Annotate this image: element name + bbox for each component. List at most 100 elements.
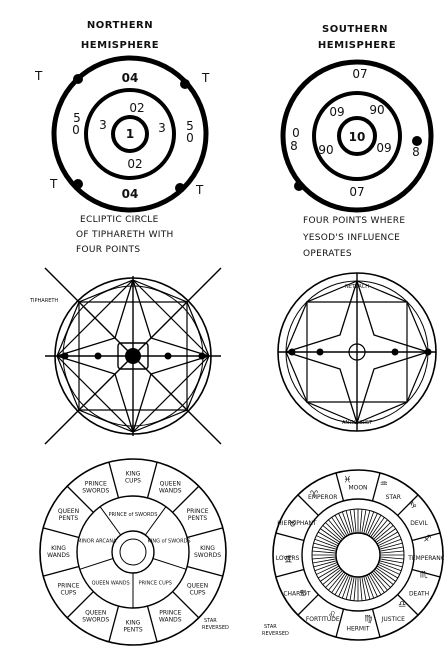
south-wheel-hatch-line: [371, 571, 388, 591]
north-middle-ring: [84, 88, 176, 180]
south-wheel-hatch-line: [334, 514, 348, 537]
north-wheel-inner-prince-cups: PRINCE CUPS: [139, 581, 172, 587]
south-wheel-segment-hermit: HERMIT: [346, 626, 369, 633]
south-wheel-hatch-line: [331, 572, 346, 593]
north-inner-right: 3: [158, 121, 166, 135]
south-wheel-spoke: [275, 532, 305, 542]
south-wheel-hatch-line: [368, 573, 382, 596]
south-wheel-zodiac-glyph: ♊: [284, 556, 292, 566]
south-wheel-spoke: [335, 608, 345, 638]
south-wheel-zodiac-glyph: ♏: [420, 571, 428, 581]
south-wheel-zodiac-glyph: ♌: [328, 611, 336, 621]
south-wheel-hatch-line: [371, 519, 388, 539]
south-node-l2: [316, 348, 324, 356]
north-star-square: [78, 301, 188, 411]
north-wheel-spoke: [108, 462, 120, 499]
south-node-r: [424, 348, 432, 356]
north-wheel-inner-king-of-swords: KING of SWORDS: [148, 538, 191, 544]
south-wheel-hatch-line: [363, 576, 371, 600]
south-wheel-hatch-line: [370, 517, 385, 538]
south-wheel-zodiac-glyph: ♓: [343, 475, 351, 485]
south-caption-3: OPERATES: [303, 249, 352, 259]
south-wheel-hatch-line: [312, 546, 337, 552]
south-wheel-hatch-line: [373, 522, 391, 540]
north-wheel-inner-prince-of-swords: PRINCE of SWORDS: [109, 512, 158, 518]
south-wheel-segment-emperor: EMPEROR: [308, 494, 337, 501]
south-wheel-zodiac-glyph: ♍: [364, 615, 372, 625]
south-wheel-hatch-line: [373, 570, 391, 588]
north-caption-1: ECLIPTIC CIRCLE: [80, 215, 159, 225]
south-wheel-hatch-line: [322, 568, 342, 585]
south-wheel-hatch-line: [361, 509, 367, 534]
south-wheel-segment-moon: MOON: [348, 485, 367, 492]
north-node-r2: [164, 352, 172, 360]
north-node-l: [61, 352, 69, 360]
south-wheel-zodiac-glyph: ♋: [299, 589, 307, 599]
south-wheel-spoke: [275, 568, 305, 578]
north-outer-ring: [51, 55, 209, 213]
south-point-bl: [294, 181, 304, 191]
south-inner-tl: 09: [329, 105, 344, 119]
south-wheel-hatch-line: [325, 570, 343, 588]
north-right-bottom: 0: [186, 131, 194, 145]
south-wheel-hatch-line: [379, 542, 403, 550]
north-wheel-inner-minor-arcana: MINOR ARCANA: [77, 538, 117, 544]
north-star-panel: TIPHARETH: [29, 267, 222, 445]
south-wheel-segment-star: STAR: [386, 494, 401, 501]
south-wheel-hatch-line: [353, 576, 357, 601]
south-star-panel: NETZACH ANTICHRIST: [277, 272, 437, 432]
north-wheel-inner-queen-wands: QUEEN WANDS: [92, 581, 130, 587]
south-wheel-hatch-line: [378, 538, 402, 548]
south-wheel-hatch-line: [349, 509, 355, 534]
north-left-top: 5: [73, 111, 81, 125]
north-wheel-core: [119, 538, 147, 566]
south-wheel-hatch-line: [365, 575, 375, 599]
south-wheel-hatch-line: [312, 556, 337, 560]
north-node-r: [198, 352, 206, 360]
south-wheel-hatch-line: [361, 576, 367, 601]
south-wheel-segment-temperance: TEMPERANCE: [407, 555, 444, 562]
south-wheel-hatch-line: [375, 528, 396, 543]
south-right: 8: [412, 145, 420, 159]
north-title-line1: NORTHERN: [87, 20, 153, 31]
north-wheel-spoke: [43, 527, 80, 539]
south-wheel-spoke: [397, 494, 419, 516]
south-wheel-hatch-line: [314, 538, 338, 548]
north-star-center-box: [117, 342, 149, 370]
south-wheel-hatch-line: [317, 565, 340, 579]
north-left-bottom: 0: [72, 123, 80, 137]
south-wheel-hatch-line: [345, 576, 353, 600]
north-wheel-spoke: [146, 462, 158, 499]
south-wheel-hatch-line: [345, 510, 353, 534]
south-wheel-hatch-line: [341, 511, 351, 535]
north-t-bl: T: [49, 177, 58, 191]
south-wheel-spoke: [411, 568, 441, 578]
south-node-r2: [391, 348, 399, 356]
north-inner-bottom: 02: [127, 157, 142, 171]
south-wheel-hatch-line: [368, 514, 382, 537]
north-wheel-spoke: [108, 605, 120, 642]
north-inner-top: 02: [129, 101, 144, 115]
north-wheel-spoke: [66, 591, 94, 619]
south-star-arms: [283, 280, 431, 426]
south-wheel-hatching: [312, 509, 404, 601]
south-wheel-hatch-line: [366, 513, 378, 536]
south-point-r: [412, 136, 422, 146]
north-wheel-note-2: REVERSED: [202, 625, 229, 631]
south-wheel-hatch-line: [316, 563, 339, 575]
south-wheel-spoke: [397, 594, 419, 616]
south-wheel-note-2: REVERSED: [262, 631, 289, 637]
north-wheel-spokes: [43, 462, 223, 642]
south-wheel-hatch-line: [328, 519, 345, 539]
south-wheel-hatch-line: [349, 576, 355, 601]
south-wheel-spoke: [371, 472, 381, 502]
north-wheel-inner-spoke: [79, 558, 114, 570]
south-title-line2: HEMISPHERE: [318, 40, 396, 51]
south-wheel-hatch-line: [379, 546, 404, 552]
north-caption-2: OF TIPHARETH WITH: [76, 230, 174, 240]
